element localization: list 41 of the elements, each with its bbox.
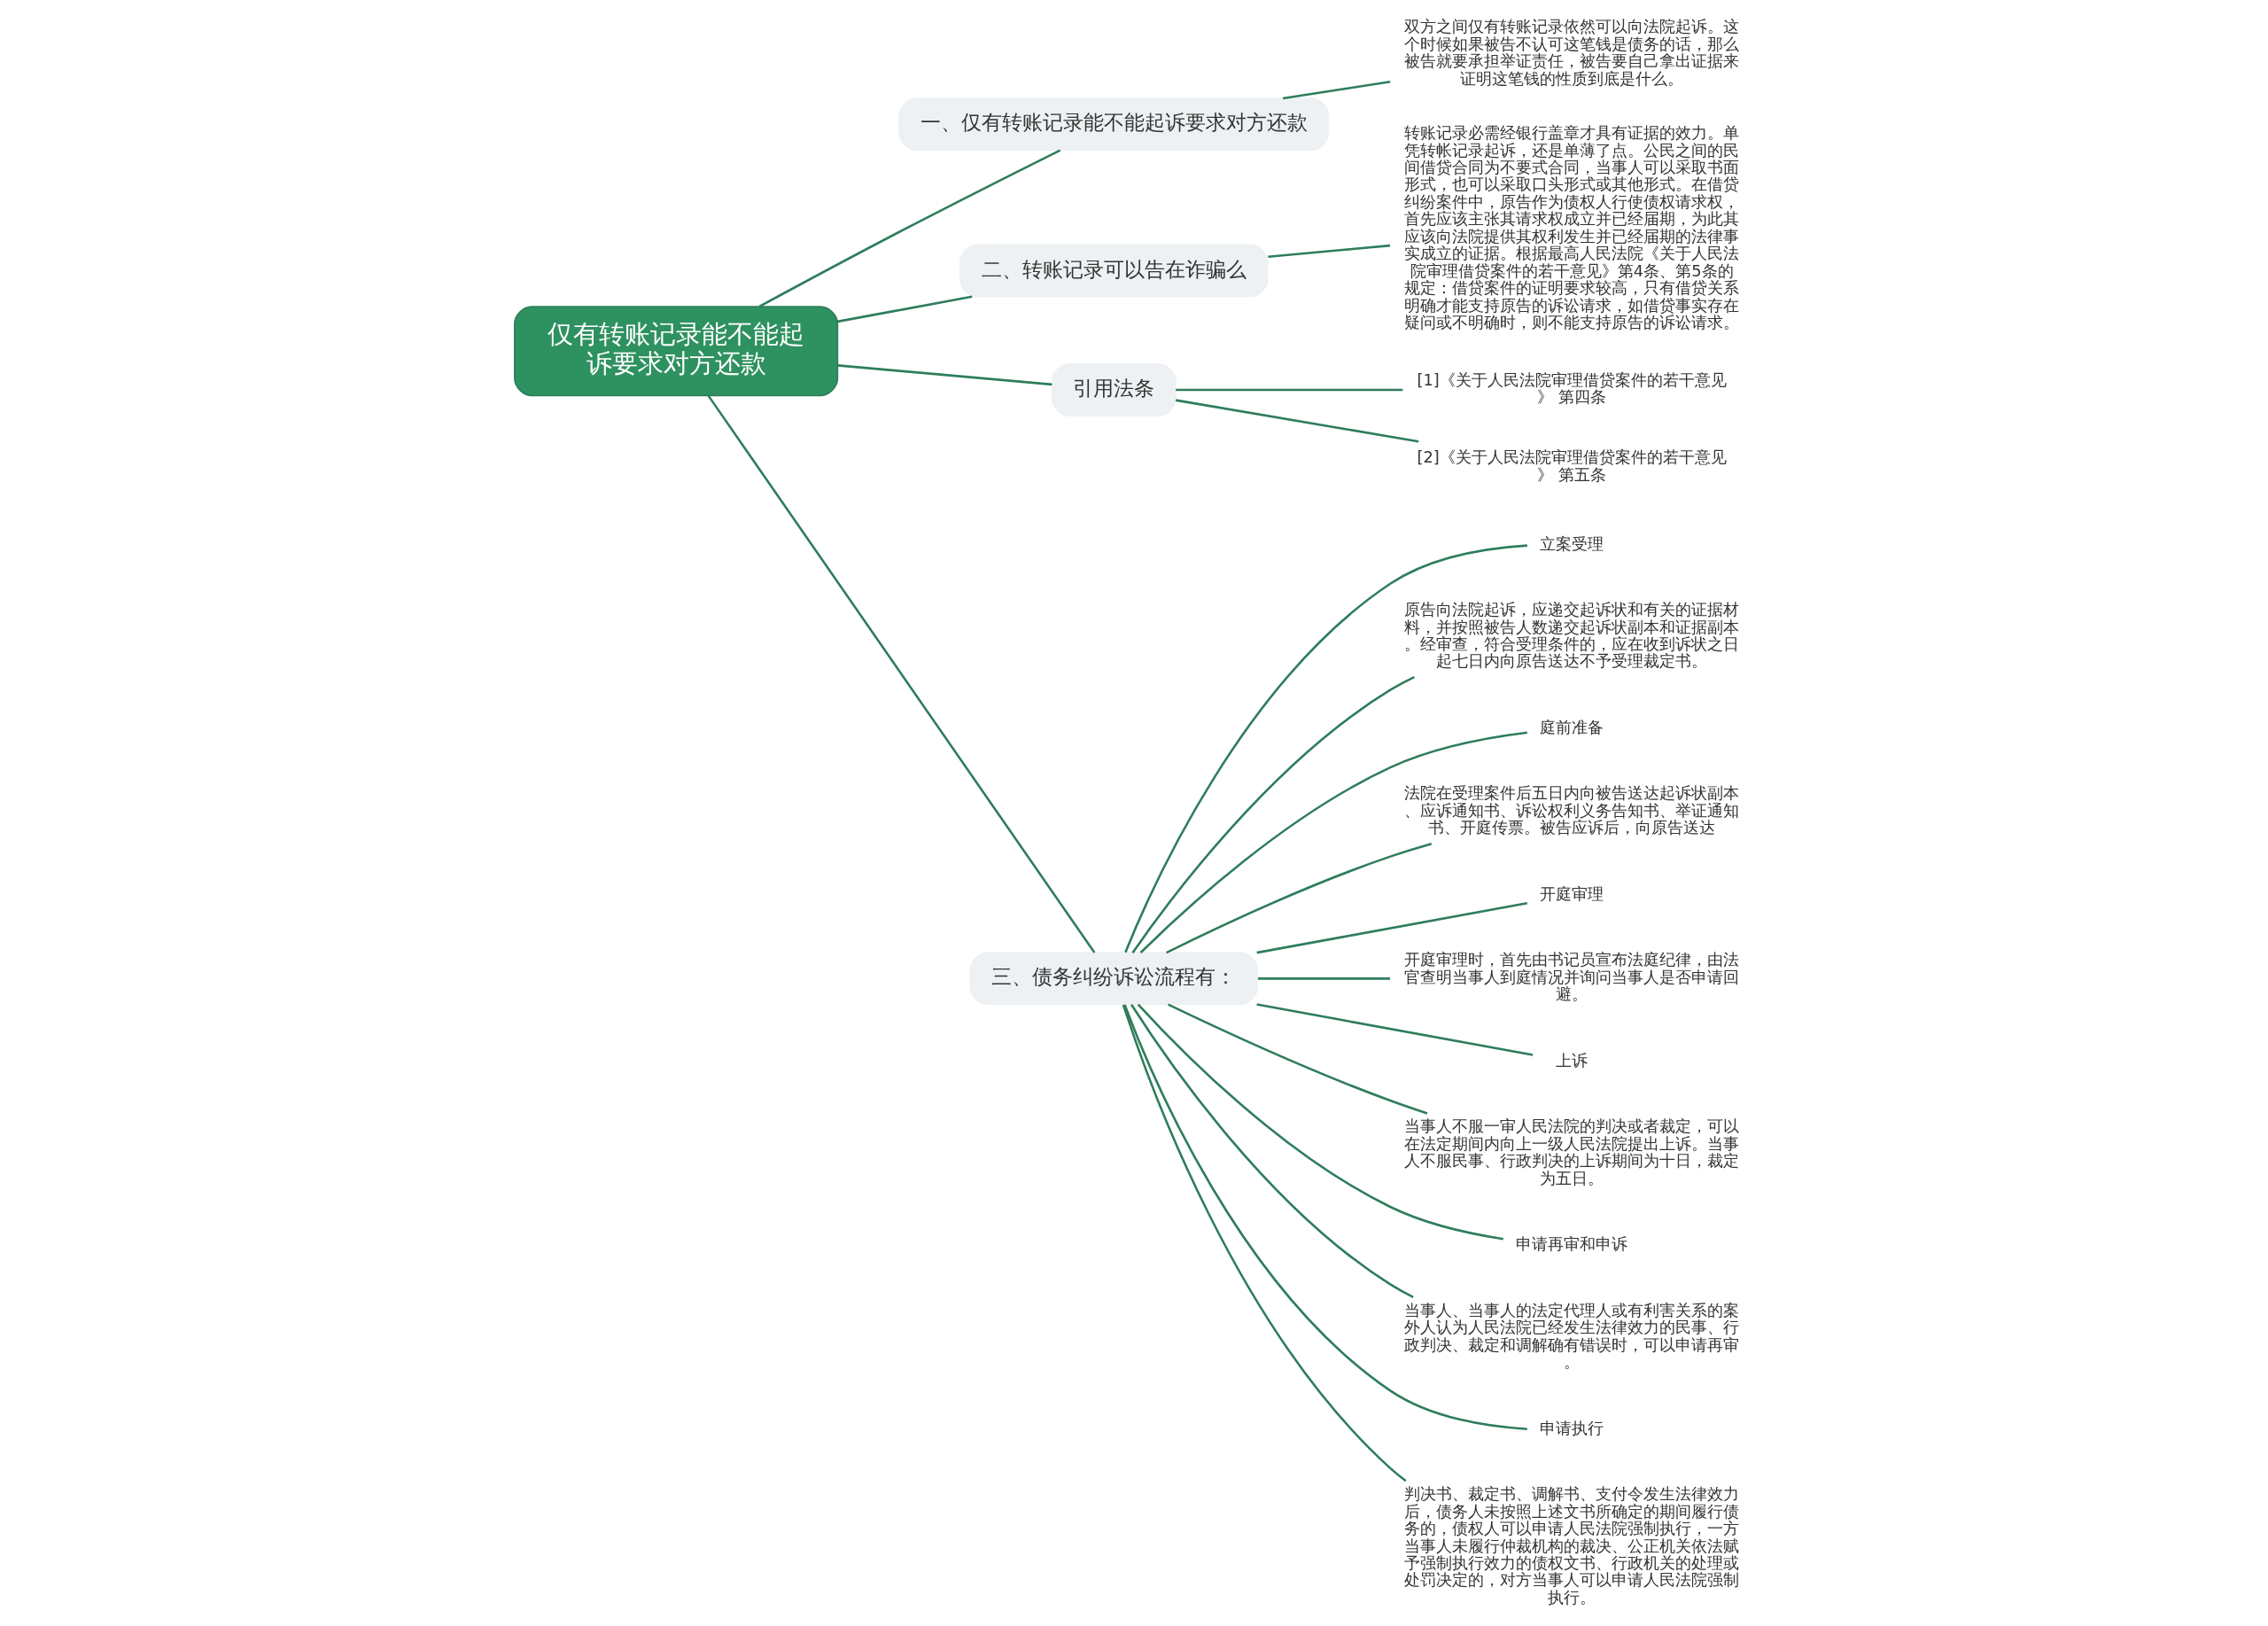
connector — [837, 295, 973, 323]
node-text: 申请再审和申诉 — [1516, 1233, 1628, 1253]
node-text: 上诉 — [1556, 1050, 1588, 1070]
node-box: 一、仅有转账记录能不能起诉要求对方还款 — [898, 97, 1330, 151]
node-text: 开庭审理时，首先由书记员宣布法庭纪律，由法官查明当事人到庭情况并询问当事人是否申请回避。 — [1404, 949, 1740, 1003]
node-text: 庭前准备 — [1540, 717, 1604, 736]
node-text: 双方之间仅有转账记录依然可以向法院起诉。这个时候如果被告不认可这笔钱是债务的话，那么被告就要承担举证责任，被告要自己拿出证据来证明这笔钱的性质到底是什么。 — [1404, 16, 1740, 88]
node-box: 二、转账记录可以告在诈骗么 — [959, 244, 1269, 297]
node-text: [1]《关于人民法院审理借贷案件的若干意见》 第四条 — [1417, 370, 1727, 406]
connector — [1122, 1003, 1407, 1482]
connector — [1124, 543, 1528, 953]
node-text: 立案受理 — [1540, 533, 1604, 553]
node-text: 申请执行 — [1540, 1418, 1604, 1437]
node-text: 原告向法院起诉，应递交起诉状和有关的证据材料，并按照被告人数递交起诉状副本和证据副本。经审查，符合受理条件的，应在收到诉状之日起七日内向原告送达不予受理裁定书。 — [1404, 599, 1740, 670]
connector — [1137, 1003, 1503, 1240]
connector — [1176, 388, 1403, 391]
connector — [1256, 901, 1528, 953]
node-text: 当事人、当事人的法定代理人或有利害关系的案外人认为人民法院已经发生法律效力的民事、行政判决、裁定和调解确有错误时，可以申请再审。 — [1404, 1300, 1740, 1371]
node-text: 当事人不服一审人民法院的判决或者裁定，可以在法定期间内向上一级人民法院提出上诉。当事人不服民事、行政判决的上诉期间为十日，裁定为五日。 — [1404, 1116, 1740, 1187]
node-text: 开庭审理 — [1540, 883, 1604, 903]
connector — [1282, 80, 1391, 99]
connector — [1168, 1002, 1428, 1115]
connector — [758, 148, 1061, 307]
connector — [1258, 976, 1390, 980]
connector — [1139, 731, 1527, 953]
node-text: [2]《关于人民法院审理借贷案件的若干意见》 第五条 — [1417, 447, 1727, 484]
connector — [1175, 398, 1419, 443]
connector — [1131, 675, 1415, 953]
connector — [1123, 1004, 1527, 1430]
node-box: 仅有转账记录能不能起诉要求对方还款 — [514, 305, 839, 396]
node-text: 判决书、裁定书、调解书、支付令发生法律效力后，债务人未按照上述文书所确定的期间履行债务的，债权人可以申请人民法院强制执行，一方当事人未履行仲裁机构的裁决、公正机关依法赋予强制执行效力的债权文书、行政机关的处理或处罚决定的，对方当事人可以申请人民法院强制执行。 — [1404, 1483, 1740, 1607]
connector — [1166, 842, 1433, 953]
connector — [1256, 1002, 1534, 1056]
connector — [1130, 1003, 1414, 1298]
connector — [1268, 244, 1391, 258]
node-box: 三、债务纠纷诉讼流程有： — [969, 951, 1259, 1005]
node-text: 转账记录必需经银行盖章才具有证据的效力。单凭转帐记录起诉，还是单薄了点。公民之间的民间借贷合同为不要式合同，当事人可以采取书面形式，也可以采取口头形式或其他形式。在借贷纠纷案件中，原告作为债权人行使债权请求权，首先应该主张其请求权成立并已经届期，为此其应该向法院提供其权利发生并已经届期的法律事实成立的证据。根据最高人民法院《关于人民法院审理借贷案件的若干意见》第4条、第5条的规定：借贷案件的证明要求较高，只有借贷关系明确才能支持原告的诉讼请求，如借贷事实存在疑问或不明确时，则不能支持原告的诉讼请求。 — [1404, 122, 1740, 331]
node-text: 法院在受理案件后五日内向被告送达起诉状副本、应诉通知书、诉讼权利义务告知书、举证通知书、开庭传票。被告应诉后，向原告送达 — [1404, 782, 1740, 836]
connector — [837, 363, 1052, 385]
connector — [707, 394, 1096, 953]
node-box: 引用法条 — [1051, 362, 1177, 416]
